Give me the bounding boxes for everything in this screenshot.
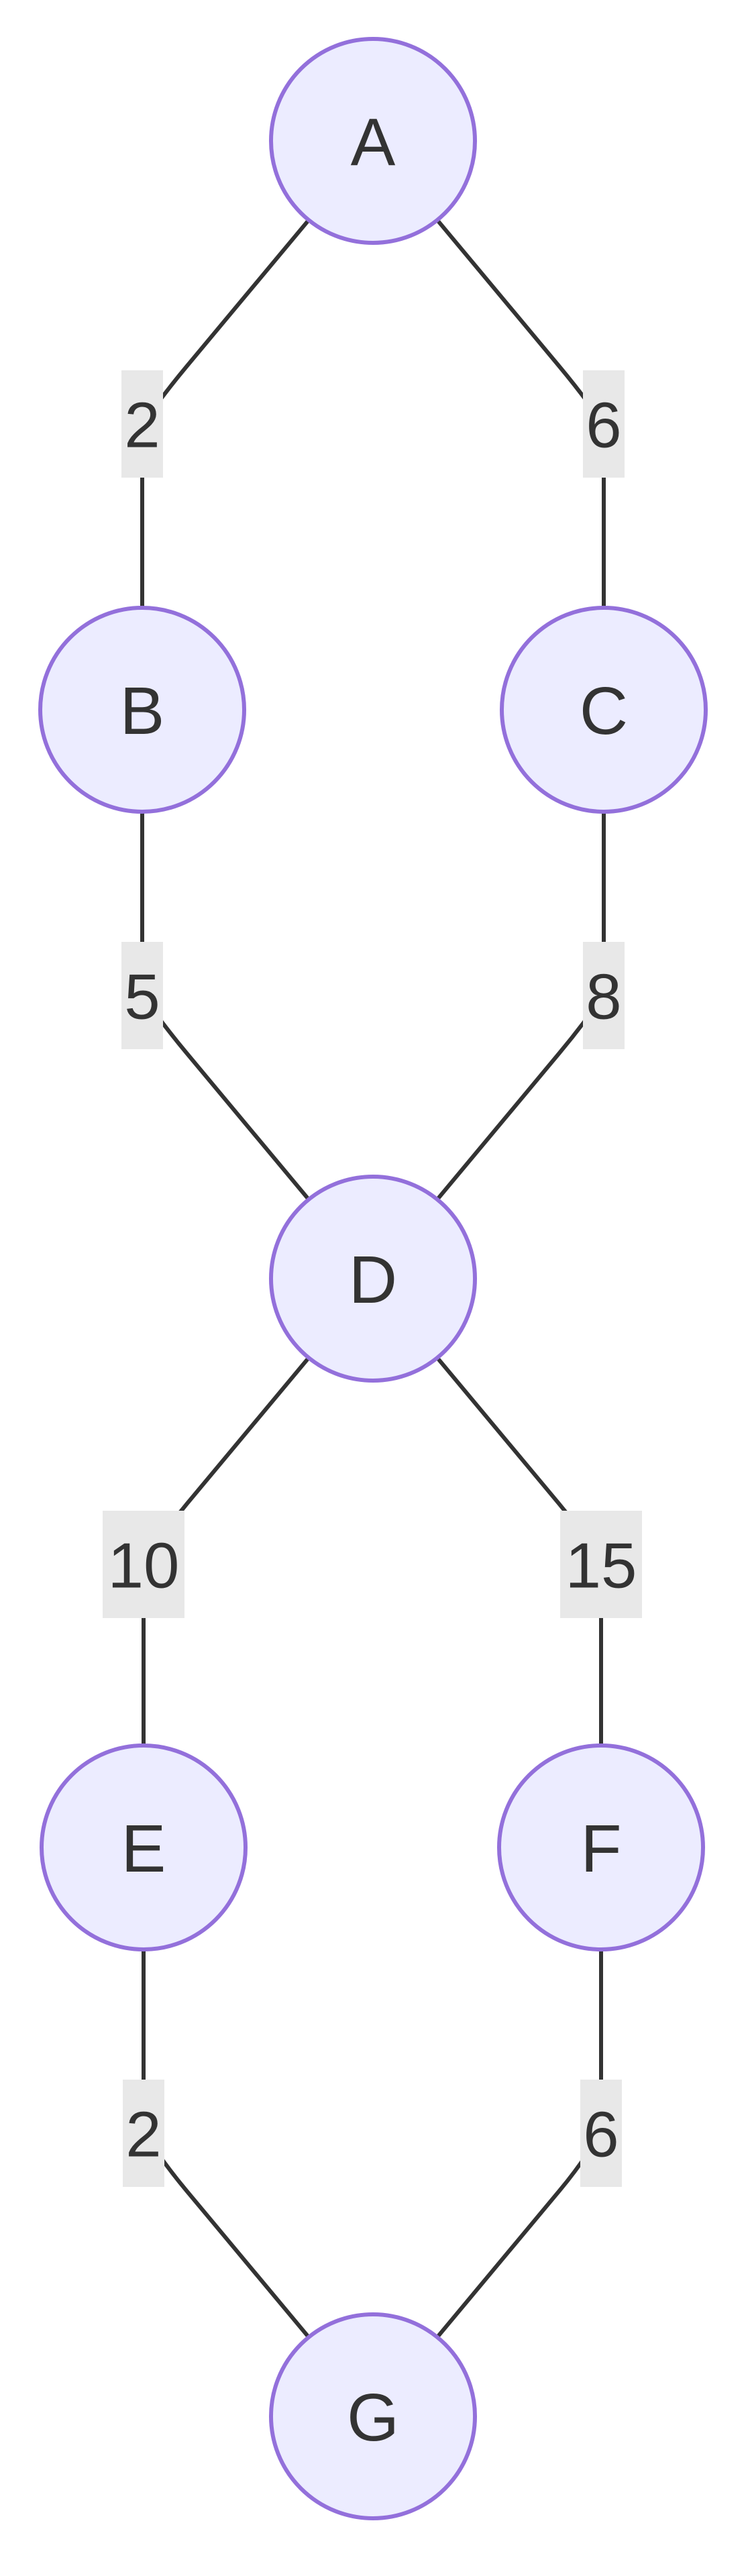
edge-c-d xyxy=(435,810,606,1202)
edge-a-b xyxy=(140,217,311,610)
edge-weight-label: 6 xyxy=(586,390,621,462)
edge-weight-label: 2 xyxy=(124,390,160,462)
node-circle xyxy=(269,2312,477,2520)
node-b: B xyxy=(38,606,246,814)
node-e: E xyxy=(40,1743,248,1951)
edge-weight-label: 2 xyxy=(125,2099,161,2171)
edge-f-g xyxy=(435,1947,603,2340)
edge-label-c-d: 8 xyxy=(583,942,625,1049)
node-circle xyxy=(500,606,708,814)
node-label: C xyxy=(580,674,628,749)
edge-weight-label: 15 xyxy=(566,1530,637,1602)
node-a: A xyxy=(269,37,477,245)
node-label: A xyxy=(351,105,396,180)
node-label: F xyxy=(580,1811,621,1886)
node-f: F xyxy=(497,1743,705,1951)
edge-labels-layer: 2 6 5 8 10 15 2 6 xyxy=(103,370,642,2187)
edge-label-f-g: 6 xyxy=(580,2080,622,2187)
edge-weight-label: 10 xyxy=(108,1530,180,1602)
edge-label-background xyxy=(121,370,163,478)
edge-label-e-g: 2 xyxy=(123,2080,164,2187)
node-circle xyxy=(40,1743,248,1951)
edge-b-d xyxy=(140,810,311,1202)
edge-label-background xyxy=(583,942,625,1049)
edge-label-background xyxy=(580,2080,622,2187)
node-g: G xyxy=(269,2312,477,2520)
edge-label-background xyxy=(560,1511,642,1618)
edge-label-d-f: 15 xyxy=(560,1511,642,1618)
edge-label-background xyxy=(121,942,163,1049)
edge-label-background xyxy=(103,1511,184,1618)
node-label: B xyxy=(120,674,165,749)
node-circle xyxy=(497,1743,705,1951)
node-label: E xyxy=(121,1811,166,1886)
node-label: G xyxy=(347,2380,399,2455)
node-c: C xyxy=(500,606,708,814)
edge-label-b-d: 5 xyxy=(121,942,163,1049)
edge-weight-label: 5 xyxy=(124,961,160,1033)
node-label: D xyxy=(349,1242,397,1318)
edge-label-a-b: 2 xyxy=(121,370,163,478)
edge-label-background xyxy=(123,2080,164,2187)
node-circle xyxy=(38,606,246,814)
edge-label-background xyxy=(583,370,625,478)
node-circle xyxy=(269,37,477,245)
node-circle xyxy=(269,1175,477,1383)
nodes-layer: A B C D E F G xyxy=(38,37,708,2520)
edge-weight-label: 6 xyxy=(583,2099,619,2171)
edge-label-a-c: 6 xyxy=(583,370,625,478)
edge-e-g xyxy=(142,1947,311,2340)
node-d: D xyxy=(269,1175,477,1383)
edge-label-d-e: 10 xyxy=(103,1511,184,1618)
edge-a-c xyxy=(435,217,606,610)
edge-weight-label: 8 xyxy=(586,961,621,1033)
